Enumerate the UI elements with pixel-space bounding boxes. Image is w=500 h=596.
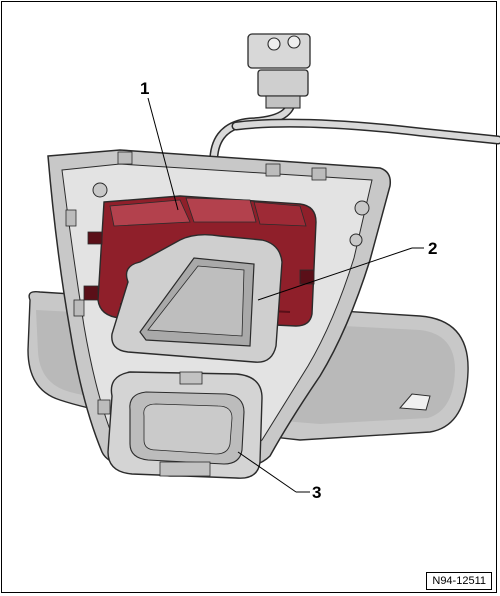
callout-2-label: 2 <box>428 239 437 258</box>
callout-2: 2 <box>257 239 437 301</box>
housing-clip-top-3 <box>311 167 327 181</box>
cover-frame <box>111 233 283 363</box>
cable-long-fill <box>233 120 500 143</box>
housing-hole-right <box>354 200 370 216</box>
housing-clip-bottom <box>97 399 111 415</box>
housing-hole-left <box>92 182 108 198</box>
figure-reference: N94-12511 <box>426 572 492 590</box>
callout-2-leader <box>257 247 413 301</box>
lower-cover <box>107 371 263 479</box>
callout-3-label: 3 <box>312 483 321 502</box>
connector-plug <box>247 33 311 109</box>
housing-hole-side <box>349 233 363 247</box>
callout-1-leader <box>147 97 179 211</box>
callout-1: 1 <box>140 79 179 211</box>
housing-clip-top <box>117 151 133 165</box>
housing-clip-top-2 <box>265 163 281 177</box>
housing-clip-left <box>65 209 77 227</box>
callout-1-label: 1 <box>140 79 149 98</box>
callout-3-leader <box>237 451 297 493</box>
housing-clip-left-2 <box>73 299 85 317</box>
mirror-marker <box>398 393 431 411</box>
callout-3: 3 <box>237 451 321 502</box>
